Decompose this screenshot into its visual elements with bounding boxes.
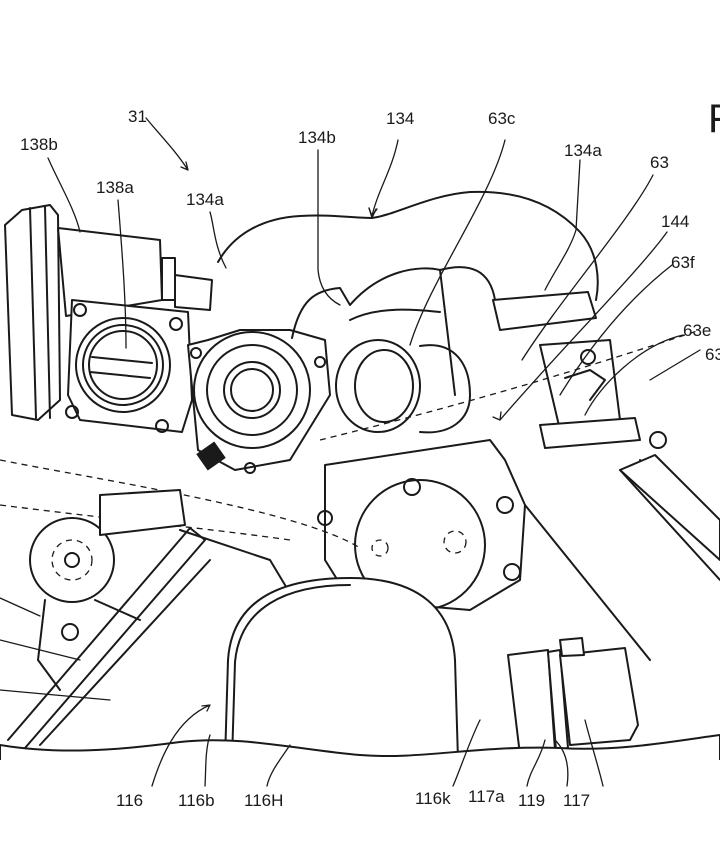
label-144: 144 (661, 212, 689, 231)
label-31: 31 (128, 107, 147, 126)
duct-116H (224, 577, 459, 761)
label-134: 134 (386, 109, 414, 128)
throttle-body-138 (4, 204, 213, 433)
actuator-pulley (29, 489, 186, 691)
label-116k: 116k (415, 789, 451, 808)
label-116b: 116b (178, 791, 215, 810)
centerline (0, 329, 701, 549)
label-63-partial: 63 (705, 345, 720, 364)
center-port-flange (187, 329, 331, 474)
label-117a: 117a (468, 787, 505, 806)
reference-labels: 31 138b 138a 134a 134b 134 63c 134a 63 1… (20, 97, 720, 810)
label-63c: 63c (488, 109, 516, 128)
figure-label: F (708, 97, 720, 141)
label-134a-left: 134a (186, 190, 224, 209)
label-134a-right: 134a (564, 141, 602, 160)
label-116H: 116H (244, 791, 283, 810)
leader-lines (0, 117, 701, 787)
intake-plenum-134 (217, 190, 599, 301)
label-134b: 134b (298, 128, 336, 147)
label-116: 116 (116, 791, 143, 810)
bracket-63f (539, 339, 667, 449)
rail-right (524, 454, 720, 661)
label-138a: 138a (96, 178, 134, 197)
label-138b: 138b (20, 135, 58, 154)
label-63e: 63e (683, 321, 711, 340)
centerline-lower (0, 504, 291, 541)
label-63f: 63f (671, 253, 695, 272)
sensor-117 (507, 637, 639, 756)
label-117: 117 (563, 791, 590, 810)
intake-runner-63 (291, 266, 597, 434)
label-63: 63 (650, 153, 669, 172)
label-119: 119 (518, 791, 545, 810)
motor-housing (317, 439, 526, 611)
